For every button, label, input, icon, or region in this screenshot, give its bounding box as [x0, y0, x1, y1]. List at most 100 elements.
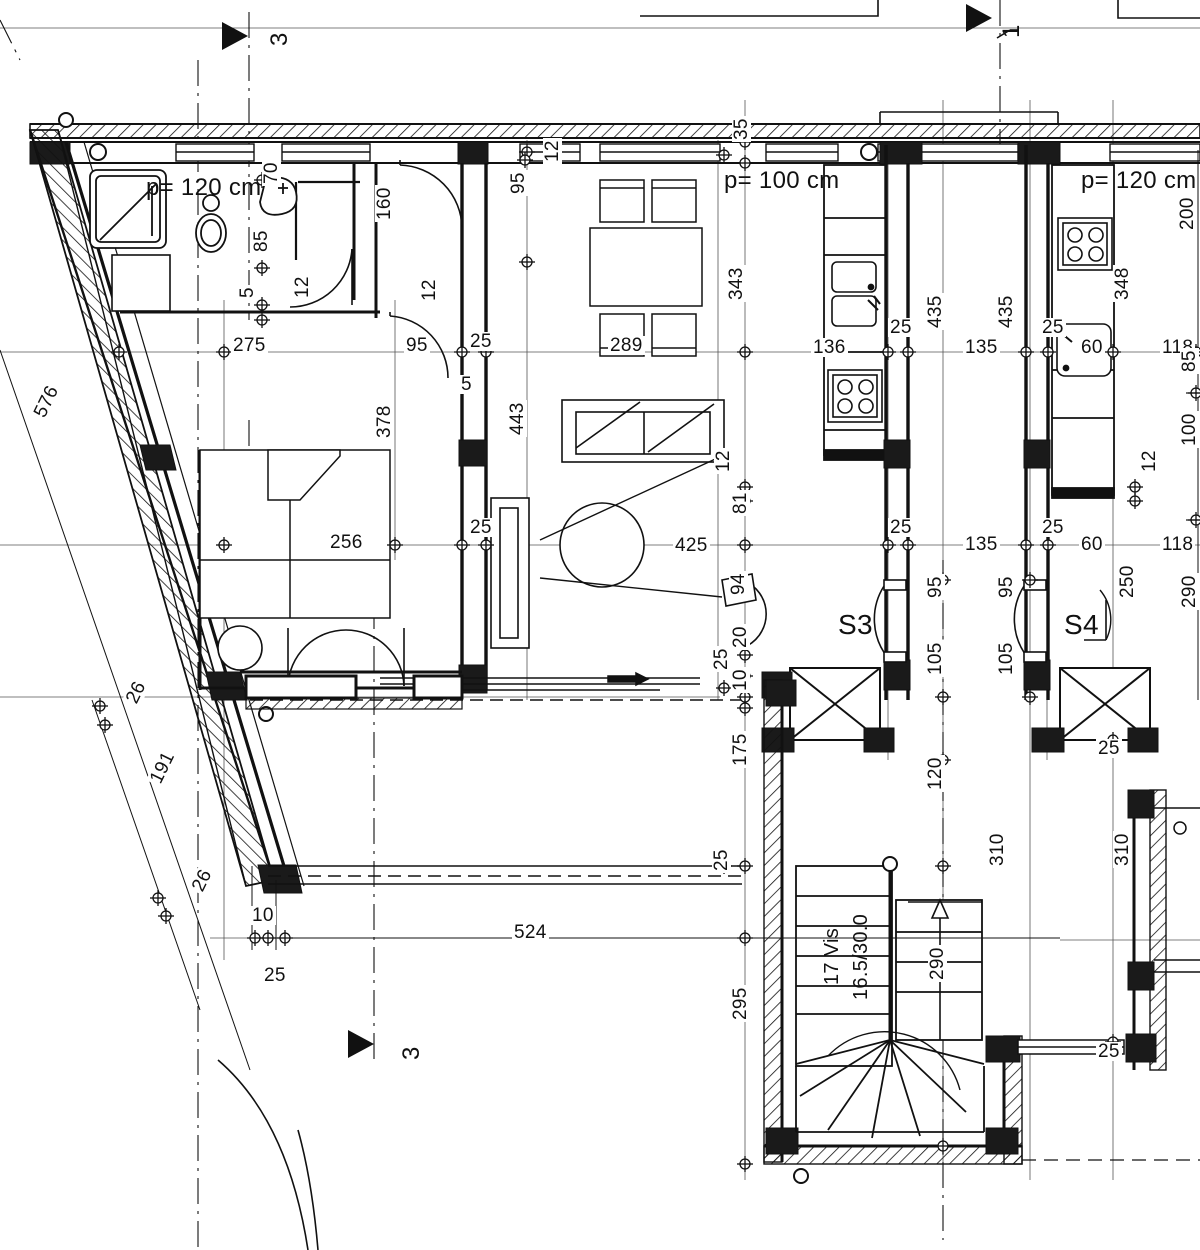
dimension-kitchen_right-3: 200: [1177, 195, 1198, 232]
partition-wall-vertical-mid: [460, 163, 488, 690]
room-label-s3: S3: [838, 609, 873, 640]
exterior-wall-right: [1132, 789, 1167, 1071]
dimension-stair_area-2: 250: [1117, 563, 1138, 600]
nightstand-circle: [217, 625, 263, 671]
dimension-kitchen_right-6: 100: [1179, 411, 1200, 448]
dimension-stair_area-12: 25: [711, 847, 732, 873]
corridor-door-swing: [389, 312, 449, 379]
dimension-stair_area-9: 25: [1096, 738, 1122, 759]
dimension-bathroom-5: 275: [231, 335, 268, 356]
tall-cabinet: [490, 497, 530, 649]
dimension-kitchen_right-2: 348: [1112, 265, 1133, 302]
dimension-kitchen_left-3: 435: [925, 293, 946, 330]
elevation-note-mid: p= 100 cm: [724, 167, 840, 194]
dimension-top_edge-1: 12: [542, 138, 563, 164]
double-sink: [831, 261, 881, 327]
dimension-bedroom-2: 25: [468, 517, 494, 538]
mid-wall-blocks: [458, 439, 488, 694]
elevation-note-right: p= 120 cm: [1081, 167, 1197, 194]
dimension-bottom-1: 25: [262, 965, 288, 986]
dimension-kitchen_left-5: 25: [888, 517, 914, 538]
dimension-top_edge-0: 35: [731, 116, 752, 142]
stairwell-pipe-marker: [793, 1168, 809, 1184]
section-marker-1-top: 1: [998, 24, 1025, 38]
dimension-kitchen_right-5: 85: [1179, 348, 1200, 374]
section-marker-lines: [996, 29, 1018, 39]
stair-newel-post: [882, 856, 898, 872]
dimension-bathroom-3: 5: [237, 285, 258, 300]
cooktop-left: [827, 369, 883, 423]
terrace-dashed-edge: [250, 699, 742, 877]
stair-treads-left: [795, 865, 893, 1067]
top-wall-inner-band: [30, 141, 1200, 164]
dimension-stair_area-13: 310: [987, 831, 1008, 868]
dimension-kitchen_left-4: 435: [996, 293, 1017, 330]
dimension-kitchen_left-1: 25: [888, 317, 914, 338]
dimension-kitchen_right-0: 25: [1040, 317, 1066, 338]
dimension-kitchen_right-1: 60: [1079, 337, 1105, 358]
right-wall-blocks: [1125, 789, 1157, 1063]
round-table: [559, 502, 645, 588]
bathtub-step: [111, 254, 171, 312]
dimension-living-4: 12: [713, 448, 734, 474]
dimension-kitchen_right-9: 60: [1079, 534, 1105, 555]
terrace-slab: [268, 865, 742, 885]
dimension-kitchen_right-10: 118: [1160, 534, 1196, 555]
toilet: [195, 194, 227, 253]
stair-riser-tread: 16.5/30.0: [850, 913, 872, 1000]
dimension-stair_area-5: 25: [711, 646, 732, 672]
dimension-stair_area-4: 20: [730, 624, 751, 650]
dimension-kitchen_left-0: 136: [811, 337, 848, 358]
dimension-kitchen_right-8: 25: [1040, 517, 1066, 538]
dimension-stair_area-11: 120: [925, 755, 946, 792]
dimension-bedroom-1: 256: [328, 532, 365, 553]
dimension-stair_area-15: 290: [927, 945, 948, 982]
dimension-stair_area-8: 105: [996, 640, 1017, 677]
dimension-kitchen_right-7: 12: [1139, 448, 1160, 474]
dimension-bedroom-3: 443: [507, 400, 528, 437]
dimension-stair_area-6: 10: [730, 667, 751, 693]
dimension-bathroom-1: 160: [374, 185, 395, 222]
angled-wall-column-blocks: [139, 444, 303, 894]
dimension-bathroom-0: 70: [261, 160, 282, 186]
section-marker-triangles: [222, 4, 992, 1058]
section-marker-3-bottom: 3: [398, 1046, 425, 1060]
dimension-stair_area-0: 95: [925, 574, 946, 600]
sofa: [561, 399, 725, 463]
dimension-kitchen_left-6: 135: [963, 534, 1000, 555]
site-contour-line: [217, 1059, 319, 1250]
dimension-bottom-0: 10: [250, 905, 276, 926]
dimension-stair_area-3: 290: [1179, 573, 1200, 610]
door-swing-s3: [873, 579, 907, 663]
room-label-s4: S4: [1064, 609, 1099, 640]
kitchen-walls-vertical: [884, 145, 1050, 700]
bathroom-door-swing: [289, 248, 353, 308]
living-diagonal-lines: [539, 454, 725, 598]
dimension-bathroom-8: 95: [508, 170, 529, 196]
dimension-bathroom-7: 12: [419, 277, 440, 303]
dimension-stair_area-7: 105: [925, 640, 946, 677]
dining-table: [589, 227, 703, 307]
stair-riser-count: 17 Vis: [821, 927, 843, 985]
dimension-living-5: 94: [728, 571, 749, 597]
dimension-living-2: 425: [673, 535, 710, 556]
roof-overhang-bracket: [640, 0, 1200, 124]
right-wall-small-fittings: [1154, 807, 1200, 973]
stairwell-corner-blocks: [765, 679, 1021, 1155]
dimension-bottom-2: 524: [512, 922, 549, 943]
pipe-markers: [58, 112, 878, 161]
dimension-bathroom-10: 5: [459, 374, 474, 395]
dimension-living-0: 289: [608, 335, 645, 356]
dimension-bedroom-0: 378: [374, 403, 395, 440]
exterior-wall-top: [29, 123, 1200, 139]
bathroom-partition: [294, 180, 360, 260]
door-swing-s4: [1013, 579, 1112, 663]
dimension-stair_area-17: 25: [1096, 1041, 1122, 1062]
dimension-living-1: 343: [726, 265, 747, 302]
dimension-bathroom-4: 12: [292, 274, 313, 300]
washbasin: [259, 176, 298, 216]
dimension-stair_area-14: 310: [1112, 831, 1133, 868]
dimension-bathroom-6: 95: [404, 335, 430, 356]
dimension-stair_area-1: 95: [996, 574, 1017, 600]
